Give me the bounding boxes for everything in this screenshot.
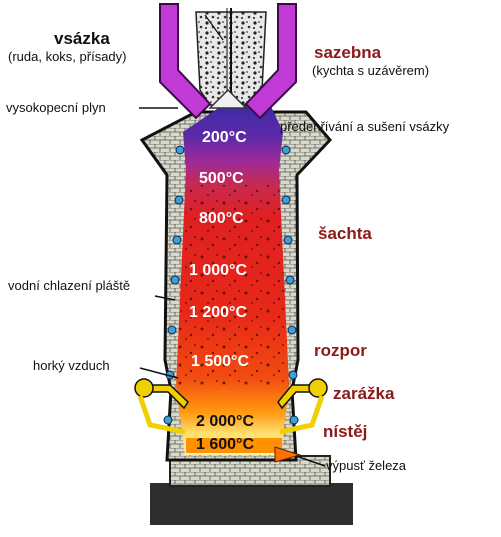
tap-label: výpusť železa [326,458,407,473]
charge-title: vsázka [54,29,110,48]
molten-iron-pool [186,438,282,453]
zone-nistej: nístěj [323,422,367,441]
leader-lines [139,107,326,467]
hot-air-label: horký vzduch [33,358,110,373]
furnace-base [150,455,353,525]
temp-500: 500°C [199,170,244,187]
top-bell [208,88,248,109]
coke-texture [176,185,289,385]
zone-zarazka: zarážka [333,384,395,403]
hot-air-tuyeres [134,378,328,435]
zone-sazebna: sazebna [314,43,382,62]
cooling-jackets [163,145,299,425]
cooling-label: vodní chlazení pláště [8,278,130,293]
temp-1000: 1 000°C [189,262,247,279]
zone-rozpor: rozpor [314,341,367,360]
charge-subtitle: (ruda, koks, přísady) [8,49,127,64]
preheat-label: předehřívání a sušení vsázky [280,119,450,134]
temp-1200: 1 200°C [189,304,247,321]
temp-200: 200°C [202,129,247,146]
iron-tap-hole [274,446,302,463]
zone-sachta: šachta [318,224,372,243]
gas-uptakes [159,3,297,120]
temp-1600: 1 600°C [196,436,254,453]
zone-sazebna-sub: (kychta s uzávěrem) [312,63,429,78]
gas-label: vysokopecní plyn [6,100,106,115]
temp-1500: 1 500°C [191,353,249,370]
temp-2000: 2 000°C [196,413,254,430]
temp-800: 800°C [199,210,244,227]
charge-hopper [195,8,267,106]
